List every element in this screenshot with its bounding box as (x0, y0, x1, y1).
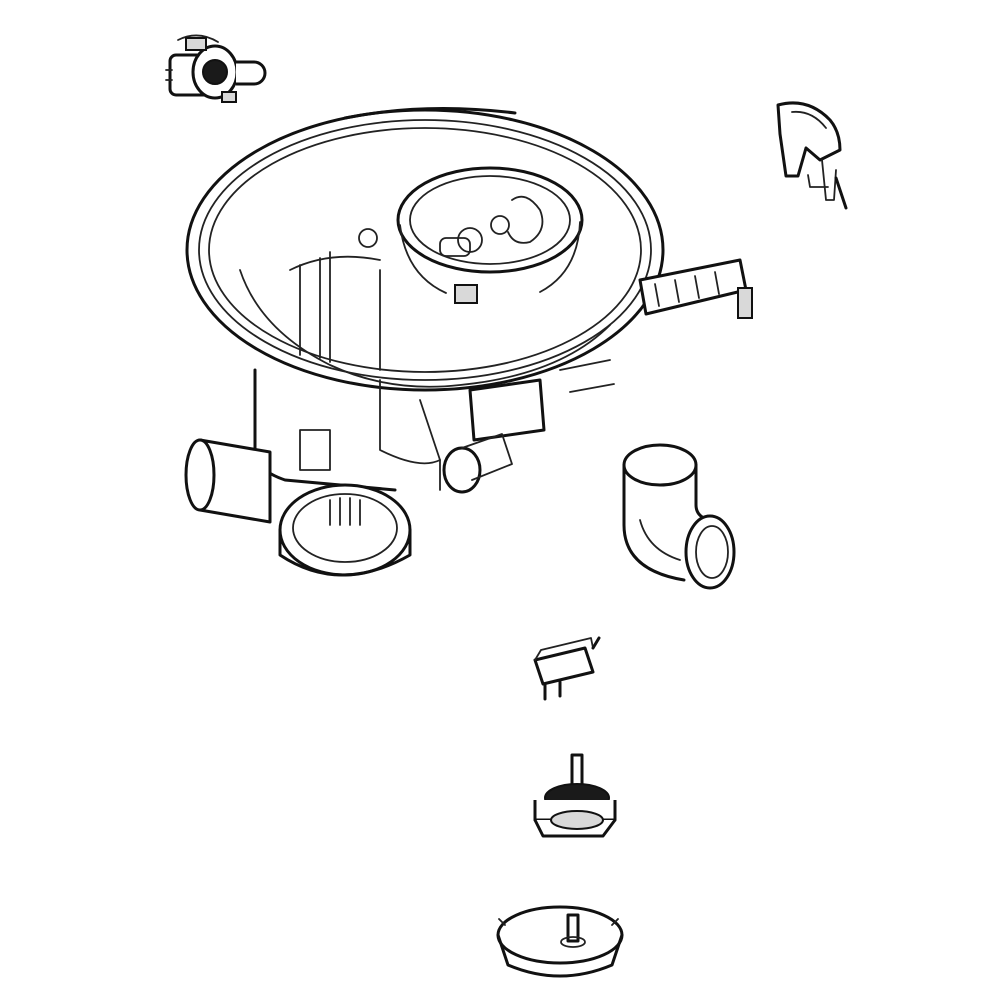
bracket-clip-icon (776, 101, 848, 210)
pressure-sensor-icon (165, 34, 267, 103)
elbow-hose-icon (622, 443, 736, 590)
motor-valve-icon (533, 753, 617, 838)
filter-cap-icon (496, 905, 624, 978)
small-connector-icon (533, 636, 601, 701)
sump-assembly-icon (184, 107, 753, 577)
